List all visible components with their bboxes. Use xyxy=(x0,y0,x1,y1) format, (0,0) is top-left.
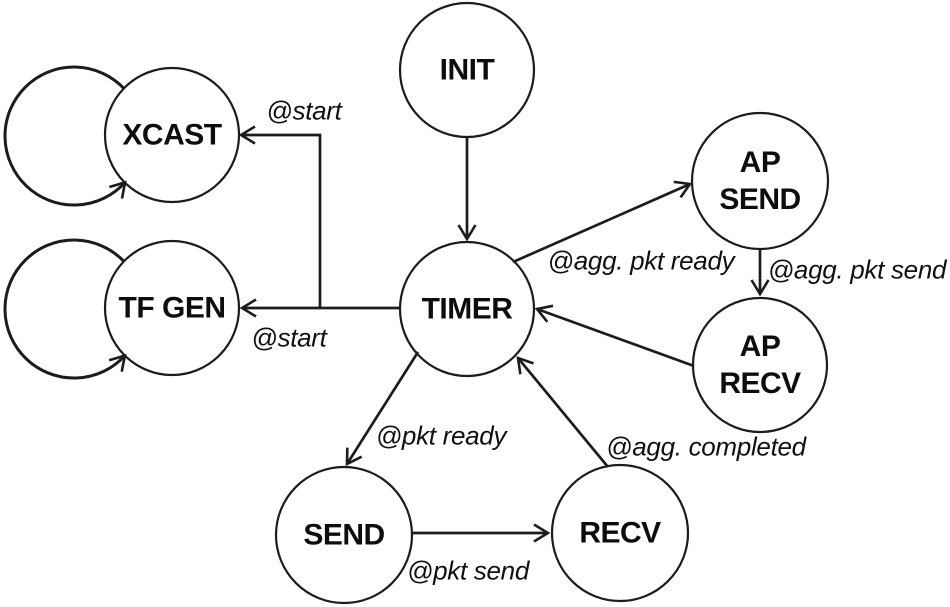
edge-label-agg-pkt-ready: @agg. pkt ready xyxy=(547,245,735,276)
state-label-line: SEND xyxy=(719,183,801,216)
state-label-ap-send: AP SEND xyxy=(719,144,801,218)
edge-timer-to-send xyxy=(347,351,420,464)
state-label-timer: TIMER xyxy=(421,292,513,326)
edge-label-start-tf-gen: @start xyxy=(251,322,327,353)
state-label-line: RECV xyxy=(719,367,801,400)
edge-timer-to-xcast xyxy=(241,135,322,308)
self-loop-xcast xyxy=(3,65,125,207)
edge-label-start-xcast: @start xyxy=(266,95,342,126)
state-label-line: AP xyxy=(739,146,781,179)
state-circle-send xyxy=(274,465,414,605)
state-label-ap-recv: AP RECV xyxy=(719,328,801,402)
self-loop-tf-gen xyxy=(3,238,125,380)
state-label-recv: RECV xyxy=(579,516,661,550)
edge-timer-to-ap-send xyxy=(512,184,690,264)
edge-label-pkt-ready: @pkt ready xyxy=(375,420,507,451)
edge-label-agg-pkt-send: @agg. pkt send xyxy=(767,254,947,285)
state-label-line: AP xyxy=(739,330,781,363)
state-label-init: INIT xyxy=(439,53,495,87)
edge-label-agg-completed: @agg. completed xyxy=(606,431,806,462)
edge-label-pkt-send: @pkt send xyxy=(407,555,529,586)
state-circle-tf-gen xyxy=(103,239,241,377)
edge-recv-to-timer xyxy=(518,358,610,468)
state-label-send: SEND xyxy=(303,518,385,552)
state-label-xcast: XCAST xyxy=(122,118,222,152)
edge-ap-recv-to-timer xyxy=(537,309,695,368)
state-circle-recv xyxy=(550,463,690,603)
state-label-tf-gen: TF GEN xyxy=(118,291,227,325)
